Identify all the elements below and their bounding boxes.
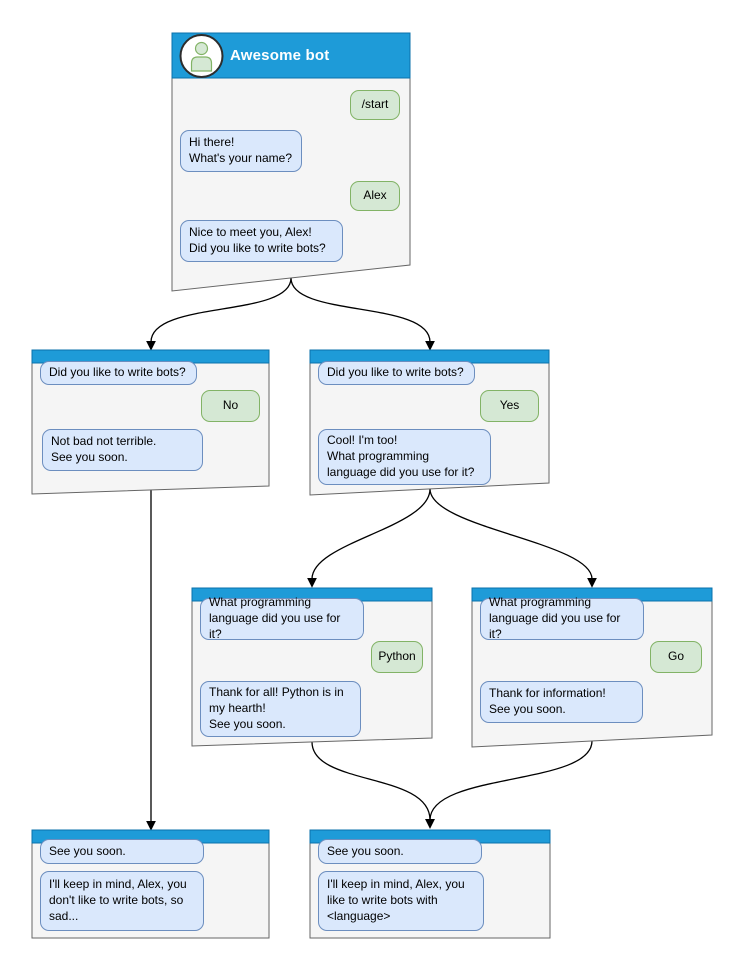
bot-message: Did you like to write bots? [318,361,475,385]
bot-message: Cool! I'm too! What programming language… [318,429,491,485]
chat-screen-end-no: See you soon. I'll keep in mind, Alex, y… [31,829,270,939]
bot-message: Thank for information! See you soon. [480,681,643,723]
user-message: Go [650,641,702,673]
bot-message: Hi there! What's your name? [180,130,302,172]
bot-message: What programming language did you use fo… [200,595,364,641]
bot-message: I'll keep in mind, Alex, you like to wri… [318,871,484,931]
bot-message: What programming language did you use fo… [480,595,644,641]
chat-screen-branch-no: Did you like to write bots? No Not bad n… [31,349,270,495]
bot-message: Nice to meet you, Alex! Did you like to … [180,220,343,262]
chat-screen-python: What programming language did you use fo… [191,587,433,747]
window-title: Awesome bot [230,47,330,64]
bot-message: I'll keep in mind, Alex, you don't like … [40,871,204,931]
user-message: Yes [480,390,539,422]
bot-avatar-icon [179,34,224,78]
bot-message: Did you like to write bots? [40,361,197,385]
bot-message: Not bad not terrible. See you soon. [42,429,203,471]
user-message: Python [371,641,423,673]
edge-go-to-end [425,740,593,829]
edge-yes-to-python [307,488,431,588]
bot-message: Thank for all! Python is in my hearth! S… [200,681,361,737]
edge-python-to-end [311,741,435,829]
bot-message: See you soon. [318,839,482,864]
bot-message: See you soon. [40,839,204,864]
chat-screen-start: Awesome bot /start Hi there! What's your… [171,32,411,292]
user-message: No [201,390,260,422]
chat-screen-end-yes: See you soon. I'll keep in mind, Alex, y… [309,829,551,939]
user-message: Alex [350,181,400,211]
edge-yes-to-go [429,488,597,588]
chat-screen-branch-yes: Did you like to write bots? Yes Cool! I'… [309,349,550,496]
user-message: /start [350,90,400,120]
chat-screen-go: What programming language did you use fo… [471,587,713,748]
